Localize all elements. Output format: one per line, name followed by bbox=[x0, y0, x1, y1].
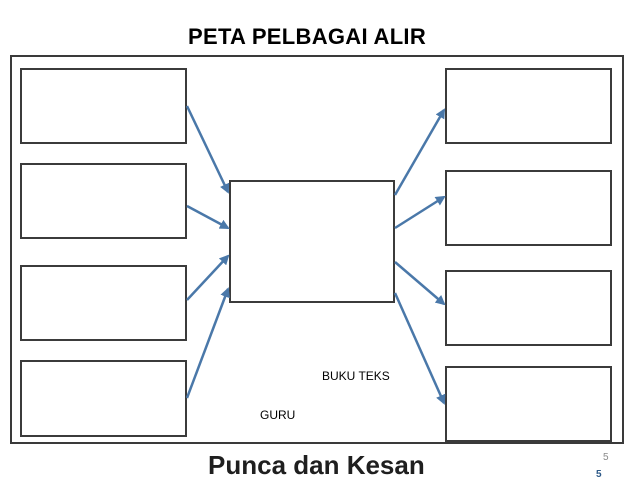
arrow-cause-1 bbox=[185, 105, 230, 194]
arrow-cause-2 bbox=[186, 204, 230, 230]
cause-box-1 bbox=[20, 68, 187, 144]
arrow-cause-4 bbox=[185, 287, 230, 399]
arrow-effect-2 bbox=[394, 195, 446, 230]
cause-box-2 bbox=[20, 163, 187, 239]
label-buku-teks: BUKU TEKS bbox=[322, 369, 390, 383]
arrow-effect-4 bbox=[393, 292, 446, 405]
cause-box-4 bbox=[20, 360, 187, 437]
effect-box-2 bbox=[445, 170, 612, 246]
event-box bbox=[229, 180, 395, 303]
effect-box-4 bbox=[445, 366, 612, 442]
arrow-cause-3 bbox=[186, 254, 230, 301]
footer-title: Punca dan Kesan bbox=[208, 450, 425, 480]
diagram-frame bbox=[10, 55, 624, 444]
arrow-effect-3 bbox=[394, 261, 446, 306]
cause-box-3 bbox=[20, 265, 187, 341]
effect-box-3 bbox=[445, 270, 612, 346]
arrow-effect-1 bbox=[393, 108, 446, 196]
slide-title: PETA PELBAGAI ALIR bbox=[188, 24, 427, 49]
page-number-bold: 5 bbox=[596, 469, 602, 480]
effect-box-1 bbox=[445, 68, 612, 144]
label-guru: GURU bbox=[260, 408, 296, 422]
page-number-small: 5 bbox=[603, 452, 609, 463]
